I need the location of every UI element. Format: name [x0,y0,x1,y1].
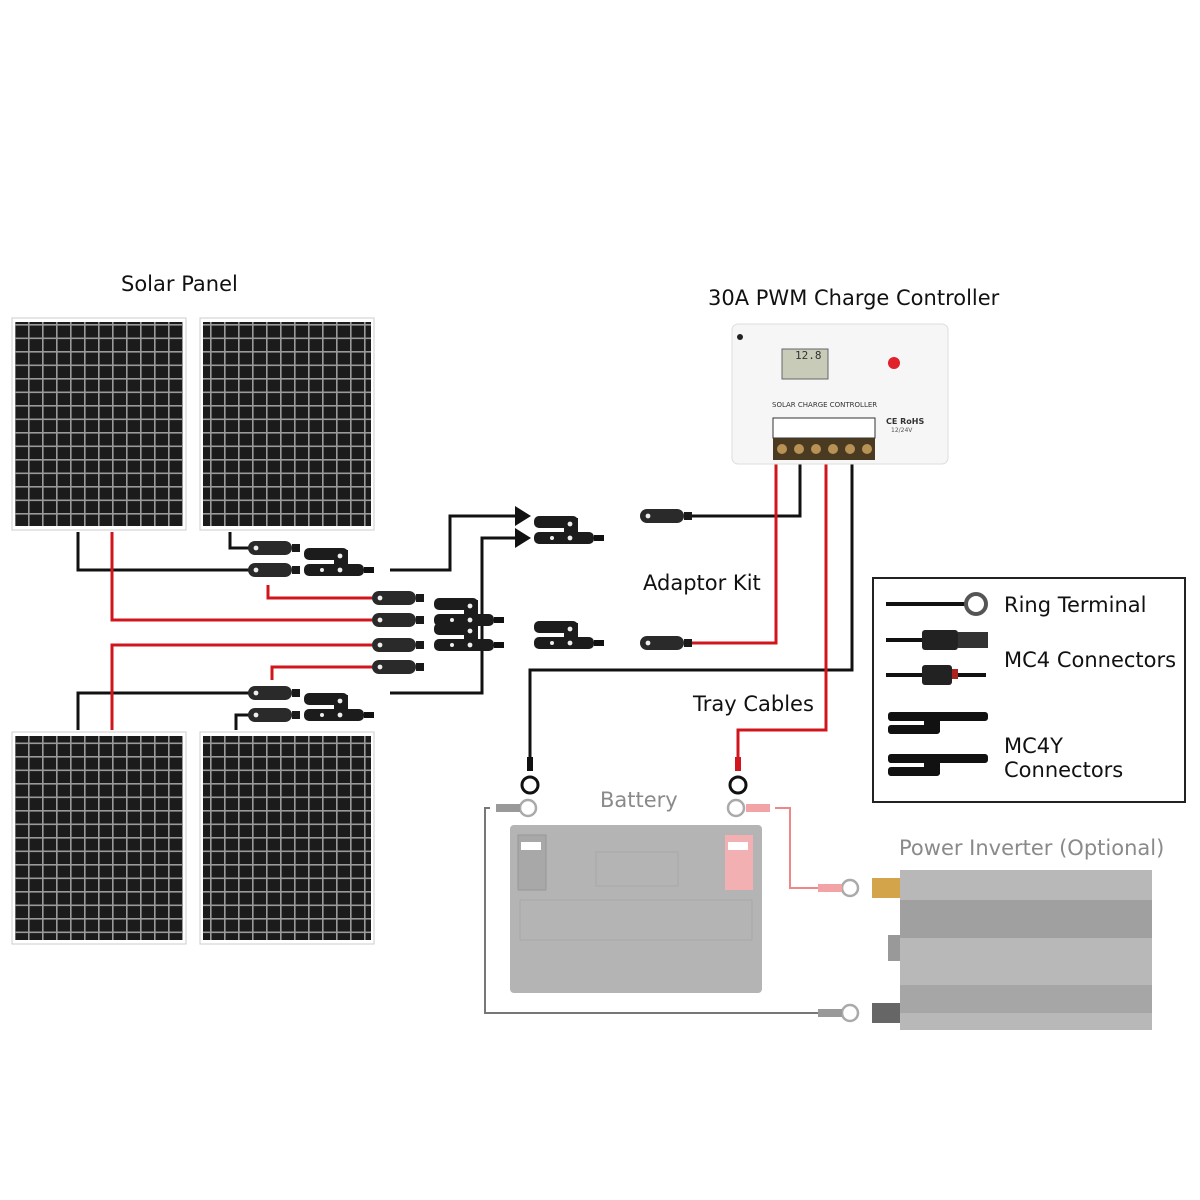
positive-post [872,878,900,898]
lcd-display [781,348,829,380]
solar-panel-top-right [199,317,375,531]
negative-post [872,1003,900,1023]
solar-panel-label: Solar Panel [121,272,238,296]
ring-terminal-negative [520,755,540,795]
arrow-icon [515,528,531,548]
legend: Ring Terminal MC4 Connectors MC4Y Connec… [872,577,1186,803]
legend-item-mc4y: MC4Y Connectors [1004,734,1124,782]
solar-panel-bottom-right [199,731,375,945]
tray-cables-label: Tray Cables [693,692,814,716]
legend-item-ring-terminal: Ring Terminal [1004,593,1147,617]
inverter-label: Power Inverter (Optional) [899,836,1165,860]
solar-panel-top-left [11,317,187,531]
battery-label: Battery [600,788,678,812]
legend-icons [886,592,988,776]
controller-face-text: SOLAR CHARGE CONTROLLER [772,401,878,409]
inverter-negative-cable [484,807,820,1014]
mc4y-connector-icon [888,712,988,776]
inverter-positive-cable [775,807,820,889]
battery [510,825,762,993]
arrow-icon [515,506,531,526]
positive-wires [110,460,828,760]
controller-label: 30A PWM Charge Controller [708,286,1000,310]
solar-panel-bottom-left [11,731,187,945]
legend-item-mc4: MC4 Connectors [1004,648,1177,672]
adaptor-kit-label: Adaptor Kit [643,571,761,595]
ring-terminal-positive [728,755,748,795]
terminal-block [773,438,875,460]
charge-controller [731,323,949,465]
controller-cert-text: CE RoHS [886,417,925,426]
ring-terminal-icon [886,592,988,616]
indicator-light [888,357,900,369]
mc4-connector-icon [886,630,988,685]
controller-voltage-text: 12/24V [891,427,913,434]
lcd-reading: 12.8 [795,349,822,362]
power-inverter [872,870,1152,1030]
